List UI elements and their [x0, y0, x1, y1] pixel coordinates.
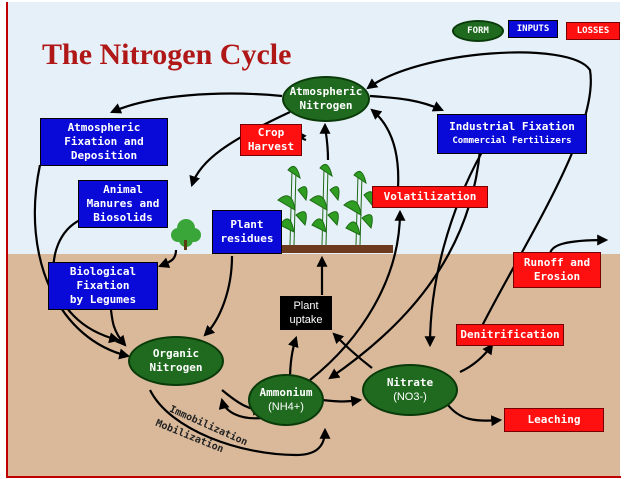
arrow-outer-to-atm: [366, 51, 592, 331]
arrow-manures-to-biological: [157, 249, 178, 268]
denitrification: Denitrification: [456, 324, 564, 346]
arrow-atm-to-manures: [189, 111, 291, 188]
industrial-fixation: Industrial Fixation Commercial Fertilize…: [437, 114, 587, 154]
ammonium-name: Ammonium: [259, 386, 313, 399]
arrow-atm-to-industrial: [369, 94, 445, 112]
biological-fixation-legumes: Biological Fixation by Legumes: [48, 262, 158, 310]
legend-form: FORM: [452, 20, 504, 42]
arrow-ammonium-to-volat: [309, 209, 406, 381]
nitrate: Nitrate (NO3-): [362, 364, 458, 416]
red-frame: [6, 2, 621, 478]
arrow-volat-to-atm: [370, 108, 400, 189]
animal-manures-biosolids: Animal Manures and Biosolids: [78, 180, 168, 228]
crop-harvest: Crop Harvest: [240, 124, 302, 156]
arrow-nitrate-to-leaching: [447, 404, 503, 427]
arrow-ammonium-to-organic: [218, 397, 263, 420]
ground-strip: [258, 245, 393, 253]
arrow-ammonium-to-nitrate: [321, 395, 363, 407]
legume-tree-icon: [171, 219, 201, 250]
ammonium: Ammonium (NH4+): [248, 374, 324, 426]
industrial-fixation-label: Industrial Fixation: [449, 120, 575, 133]
nitrate-formula: (NO3-): [393, 391, 427, 403]
atmospheric-nitrogen: Atmospheric Nitrogen: [282, 76, 370, 122]
plant-uptake: Plant uptake: [280, 296, 332, 330]
organic-nitrogen: Organic Nitrogen: [128, 336, 224, 386]
ammonium-formula: (NH4+): [268, 401, 304, 413]
arrow-mobilization: [149, 389, 331, 457]
legend-losses: LOSSES: [566, 22, 620, 40]
arrow-residues-to-organic: [203, 255, 234, 337]
volatilization: Volatilization: [372, 186, 488, 208]
arrow-crop-to-atm: [319, 122, 331, 161]
arrow-nitrate-to-denit: [459, 343, 494, 373]
atmospheric-fixation-deposition: Atmospheric Fixation and Deposition: [40, 118, 168, 166]
plant-residues: Plant residues: [212, 210, 282, 254]
runoff-erosion: Runoff and Erosion: [513, 252, 601, 288]
arrow-nitrate-to-uptake: [332, 332, 373, 369]
corn-plants: [277, 163, 374, 246]
legend-inputs: INPUTS: [508, 20, 558, 38]
leaching: Leaching: [504, 408, 604, 432]
commercial-fertilizers-label: Commercial Fertilizers: [452, 136, 572, 146]
arrow-atm-to-fixation: [109, 92, 283, 114]
arrow-industrial-to-nitrate: [424, 151, 483, 348]
nitrate-name: Nitrate: [386, 376, 434, 389]
diagram-title: The Nitrogen Cycle: [42, 38, 292, 71]
